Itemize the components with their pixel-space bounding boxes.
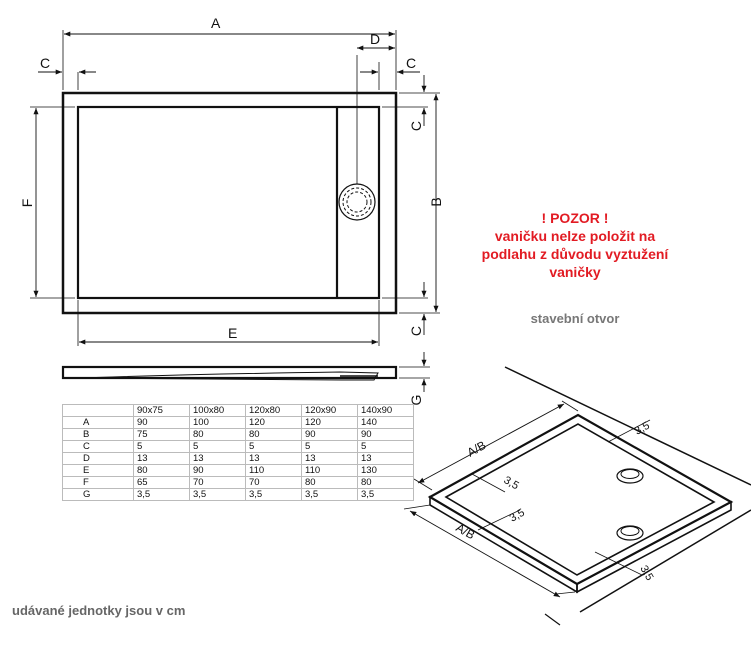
table-cell: 65 [133,476,190,489]
table-header-cell: 100x80 [189,404,246,417]
table-cell: 3,5 [357,488,414,501]
table-cell: 5 [189,440,246,453]
table-cell: 3,5 [133,488,190,501]
table-cell: 110 [245,464,302,477]
table-cell: 120 [301,416,358,429]
dim-a-label: A [211,15,221,31]
table-cell: 140 [357,416,414,429]
table-cell: 13 [245,452,302,465]
table-cell: 3,5 [189,488,246,501]
table-header-cell: 90x75 [133,404,190,417]
table-cell: 80 [189,428,246,441]
dim-d-label: D [370,31,380,47]
dim-c-left-label: C [40,55,50,71]
table-cell: 120 [245,416,302,429]
table-cell: 70 [245,476,302,489]
table-cell: 80 [357,476,414,489]
table-cell: 13 [133,452,190,465]
warning-line-2: vaničku nelze položit na [494,228,656,244]
table-row-label: C [62,440,134,453]
gap-top-right-label: 3,5 [633,420,652,438]
gap-bottom-right-label: 3,5 [637,564,655,583]
table-cell: 13 [357,452,414,465]
table-row-label: E [62,464,134,477]
table-row-label: F [62,476,134,489]
table-cell: 90 [133,416,190,429]
table-cell: 80 [245,428,302,441]
dim-b-label: B [428,197,444,206]
dim-c-bottom-label: C [408,326,424,336]
table-cell: 110 [301,464,358,477]
table-cell: 5 [301,440,358,453]
table-cell: 80 [301,476,358,489]
dim-c-right-label: C [406,55,416,71]
table-cell: 90 [301,428,358,441]
table-cell: 13 [301,452,358,465]
drain-outer-icon [338,183,376,221]
gap-left-bottom-label: 3,5 [508,507,527,525]
opening-caption: stavební otvor [530,311,620,326]
table-header-cell: 120x90 [301,404,358,417]
table-cell: 80 [133,464,190,477]
dim-e-label: E [228,325,237,341]
table-header-cell [62,404,134,417]
table-cell: 13 [189,452,246,465]
dim-c-top-label: C [408,121,424,131]
units-note: udávané jednotky jsou v cm [12,603,186,618]
dim-g-label: G [408,395,424,406]
warning-line-4: vaničky [549,264,601,280]
table-header-cell: 120x80 [245,404,302,417]
ab-top-label: A/B [465,438,489,460]
table-cell: 5 [245,440,302,453]
table-row-label: A [62,416,134,429]
warning-line-3: podlahu z důvodu vyztužení [481,246,669,262]
tray-outline [61,91,398,315]
side-view: G [61,352,430,406]
table-row-label: G [62,488,134,501]
perspective-view [403,366,751,626]
table-cell: 90 [189,464,246,477]
table-header-row: 90x75 100x80 120x80 120x90 140x90 [62,404,414,417]
table-row-label: B [62,428,134,441]
plan-view: A D C C B C C F [19,15,444,346]
table-cell: 90 [357,428,414,441]
table-cell: 5 [133,440,190,453]
table-cell: 70 [189,476,246,489]
warning-note: ! POZOR ! vaničku nelze položit na podla… [455,209,695,281]
dim-f-label: F [19,199,35,208]
table-header-cell: 140x90 [357,404,414,417]
table-row-label: D [62,452,134,465]
table-cell: 3,5 [245,488,302,501]
table-cell: 5 [357,440,414,453]
basin-outline [76,105,381,300]
table-cell: 130 [357,464,414,477]
table-cell: 100 [189,416,246,429]
table-cell: 75 [133,428,190,441]
warning-line-1: ! POZOR ! [541,210,609,226]
gap-left-top-label: 3,5 [502,474,521,492]
table-cell: 3,5 [301,488,358,501]
